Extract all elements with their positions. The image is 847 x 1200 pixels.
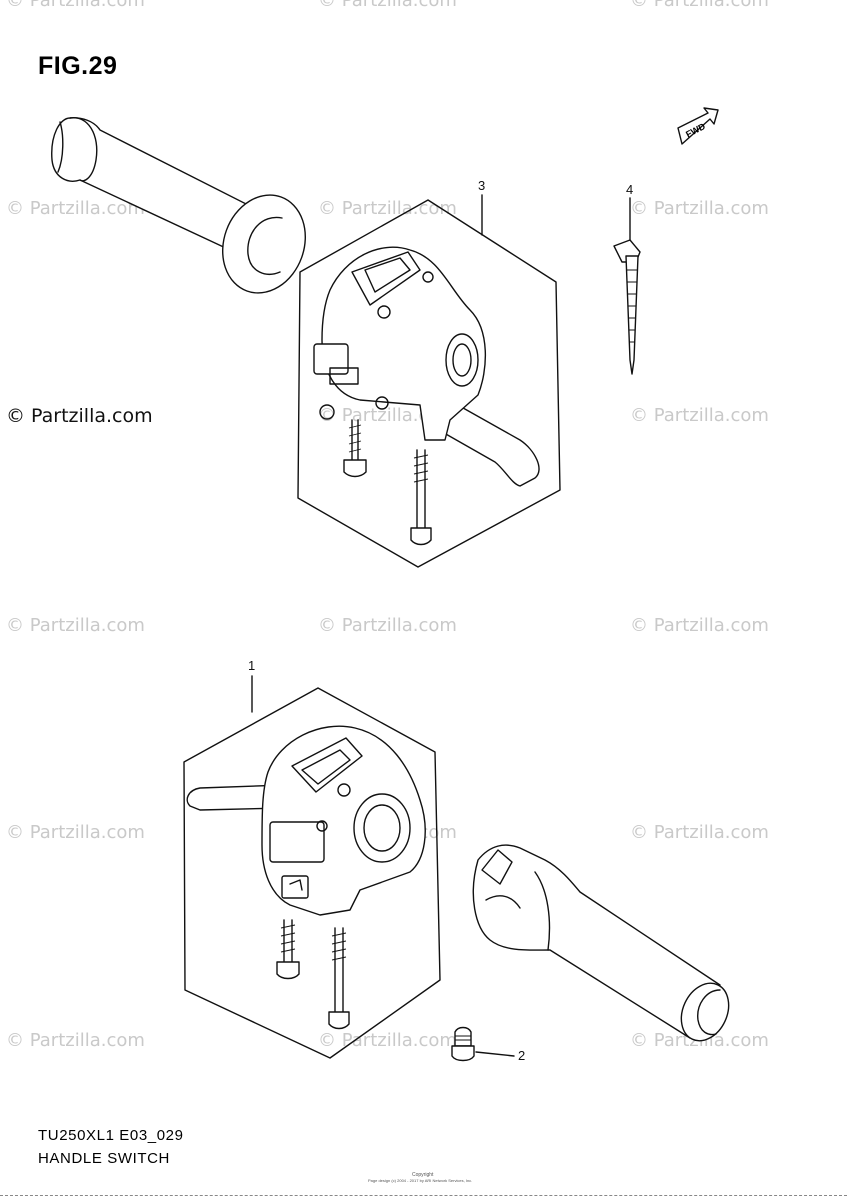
watermark: © Partzilla.com bbox=[6, 1030, 145, 1051]
right-throttle-grip bbox=[472, 844, 730, 1042]
watermark: © Partzilla.com bbox=[6, 198, 145, 219]
watermark: © Partzilla.com bbox=[630, 0, 769, 11]
forward-direction-arrow: FWD bbox=[677, 107, 719, 145]
right-handle-switch-assembly bbox=[297, 199, 561, 568]
part-group-name: HANDLE SWITCH bbox=[38, 1150, 170, 1167]
callout-4: 4 bbox=[626, 182, 634, 197]
watermark: © Partzilla.com bbox=[630, 198, 769, 219]
screw-part-2 bbox=[451, 1026, 475, 1062]
watermark: © Partzilla.com bbox=[318, 0, 457, 11]
bottom-dashed-rule bbox=[0, 1195, 847, 1196]
watermark: © Partzilla.com bbox=[6, 0, 145, 11]
callout-1: 1 bbox=[248, 658, 256, 673]
watermark: © Partzilla.com bbox=[630, 615, 769, 636]
watermark: © Partzilla.com bbox=[318, 1030, 457, 1051]
watermark: © Partzilla.com bbox=[630, 822, 769, 843]
callout-2: 2 bbox=[518, 1048, 526, 1063]
callout-leaders bbox=[251, 194, 631, 1057]
left-handle-switch-assembly bbox=[183, 687, 441, 1059]
figure-title: FIG.29 bbox=[38, 52, 118, 80]
left-handlebar-grip bbox=[51, 117, 306, 294]
watermark: © Partzilla.com bbox=[318, 615, 457, 636]
callout-3: 3 bbox=[478, 178, 486, 193]
model-code: TU250XL1 E03_029 bbox=[38, 1127, 184, 1144]
cable-tie bbox=[613, 239, 641, 375]
watermark: © Partzilla.com bbox=[6, 822, 145, 843]
copyright-label: Copyright bbox=[412, 1172, 434, 1178]
watermark: © Partzilla.com bbox=[630, 405, 769, 426]
watermark-main: © Partzilla.com bbox=[6, 405, 153, 427]
copyright-fine-print: Page design (c) 2004 - 2017 by ARI Netwo… bbox=[368, 1178, 473, 1183]
watermark: © Partzilla.com bbox=[6, 615, 145, 636]
